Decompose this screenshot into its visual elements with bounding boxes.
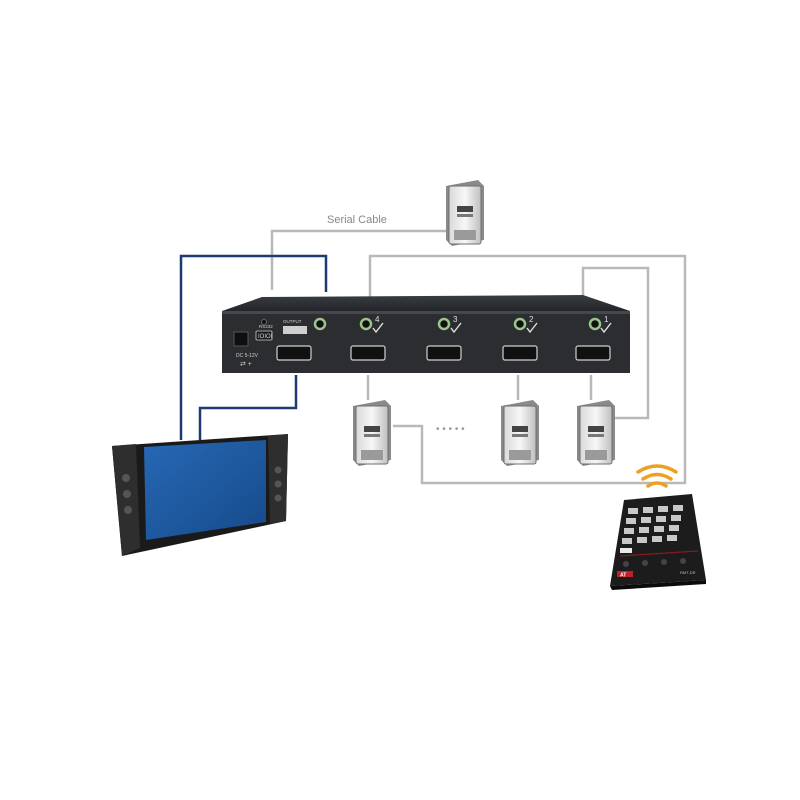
svg-text:IOIOI: IOIOI — [258, 334, 273, 340]
pc-port4 — [352, 399, 392, 467]
port1-number: 1 — [604, 315, 609, 324]
output-label: OUTPUT — [283, 319, 302, 324]
remote-brand-logo — [617, 571, 633, 577]
port2-displayport — [502, 345, 538, 361]
remote-model-label: RMT-DR — [680, 570, 696, 575]
serial-pc — [445, 179, 485, 247]
serial-cables — [270, 229, 687, 485]
more-pcs-ellipsis: • • • • • — [436, 424, 465, 435]
output-audio-jack — [313, 317, 327, 331]
monitor-screen — [144, 440, 266, 540]
pc-port1 — [576, 399, 616, 467]
switch-front-panel — [222, 311, 630, 373]
rs232-label: RS232 — [259, 324, 273, 329]
port4-audio-jack — [359, 317, 373, 331]
port2-number: 2 — [529, 315, 534, 324]
ir-signal-icon — [636, 464, 678, 488]
port2-audio-jack — [513, 317, 527, 331]
monitor — [112, 434, 288, 556]
port4-number: 4 — [375, 315, 380, 324]
serial-cable-line — [270, 229, 448, 290]
cable-port1-loop — [581, 266, 650, 420]
serial-cable-label: Serial Cable — [327, 214, 387, 226]
kvm-switch: DC 5-12V ⇄ + RS232 IOIOI OUTPUT 4 3 2 1 — [222, 295, 630, 373]
remote-keypad — [622, 505, 683, 544]
port4-displayport — [350, 345, 386, 361]
output-displayport — [276, 345, 312, 361]
rs232-port — [255, 330, 273, 341]
port1-displayport — [575, 345, 611, 361]
video-cable-outer — [179, 254, 328, 440]
remote-control: AT RMT-DR — [610, 494, 706, 590]
pc-port2 — [500, 399, 540, 467]
video-cable-inner — [198, 375, 298, 440]
remote-brand-text: AT — [620, 573, 626, 579]
dc-power-jack — [233, 331, 249, 347]
port3-displayport — [426, 345, 462, 361]
video-cables — [179, 254, 328, 440]
switch-top — [222, 295, 630, 311]
port1-audio-jack — [588, 317, 602, 331]
dc-input-label: DC 5-12V — [236, 353, 259, 359]
svg-text:⇄ +: ⇄ + — [240, 361, 252, 368]
monitor-left-speaker — [112, 444, 140, 556]
cable-port4-loop — [368, 254, 687, 485]
port3-audio-jack — [437, 317, 451, 331]
port3-number: 3 — [453, 315, 458, 324]
monitor-right-speaker — [268, 434, 288, 524]
